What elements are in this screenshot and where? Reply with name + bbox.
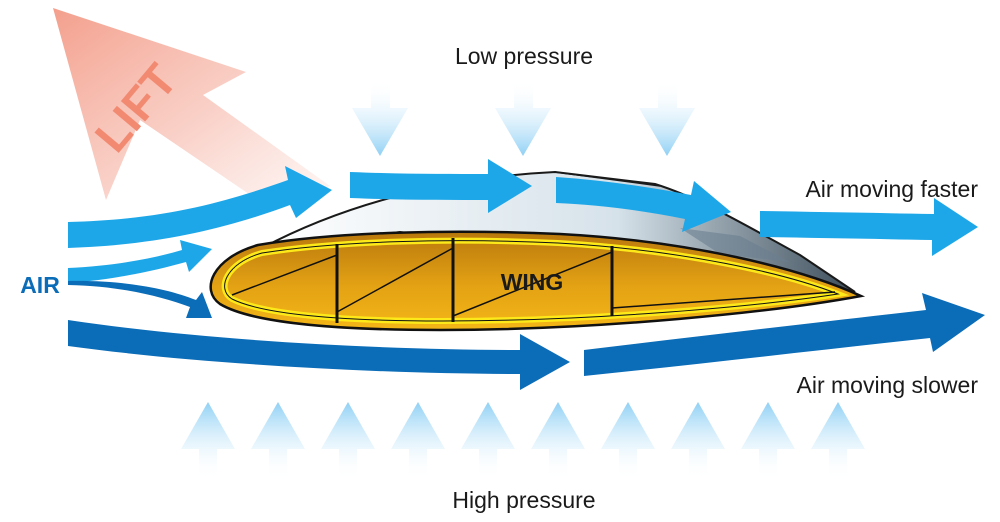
up-arrow-icon — [671, 402, 725, 480]
air-slower-label: Air moving slower — [797, 372, 979, 398]
down-arrow-icon — [352, 80, 408, 156]
low-pressure-arrows — [352, 80, 695, 156]
curved-arrow-icon — [584, 293, 985, 376]
up-arrow-icon — [531, 402, 585, 480]
up-arrow-icon — [741, 402, 795, 480]
curved-arrow-icon — [68, 280, 212, 318]
lift-arrow-icon — [53, 8, 330, 209]
wing-body — [209, 230, 866, 332]
air-label: AIR — [20, 272, 60, 298]
wing-label: WING — [501, 269, 564, 295]
high-pressure-arrows — [181, 402, 865, 480]
low-pressure-label: Low pressure — [455, 43, 593, 69]
high-pressure-label: High pressure — [452, 487, 595, 513]
air-faster-label: Air moving faster — [805, 176, 978, 202]
up-arrow-icon — [461, 402, 515, 480]
curved-arrow-icon — [68, 320, 570, 390]
curved-arrow-icon — [68, 166, 332, 248]
up-arrow-icon — [811, 402, 865, 480]
lower-airflow — [68, 280, 985, 390]
up-arrow-icon — [391, 402, 445, 480]
upper-airflow — [68, 159, 978, 283]
down-arrow-icon — [495, 80, 551, 156]
down-arrow-icon — [639, 80, 695, 156]
up-arrow-icon — [181, 402, 235, 480]
curved-arrow-icon — [556, 177, 731, 232]
up-arrow-icon — [251, 402, 305, 480]
curved-arrow-icon — [350, 159, 532, 213]
curved-arrow-icon — [760, 198, 978, 256]
curved-arrow-icon — [68, 240, 212, 283]
up-arrow-icon — [601, 402, 655, 480]
up-arrow-icon — [321, 402, 375, 480]
